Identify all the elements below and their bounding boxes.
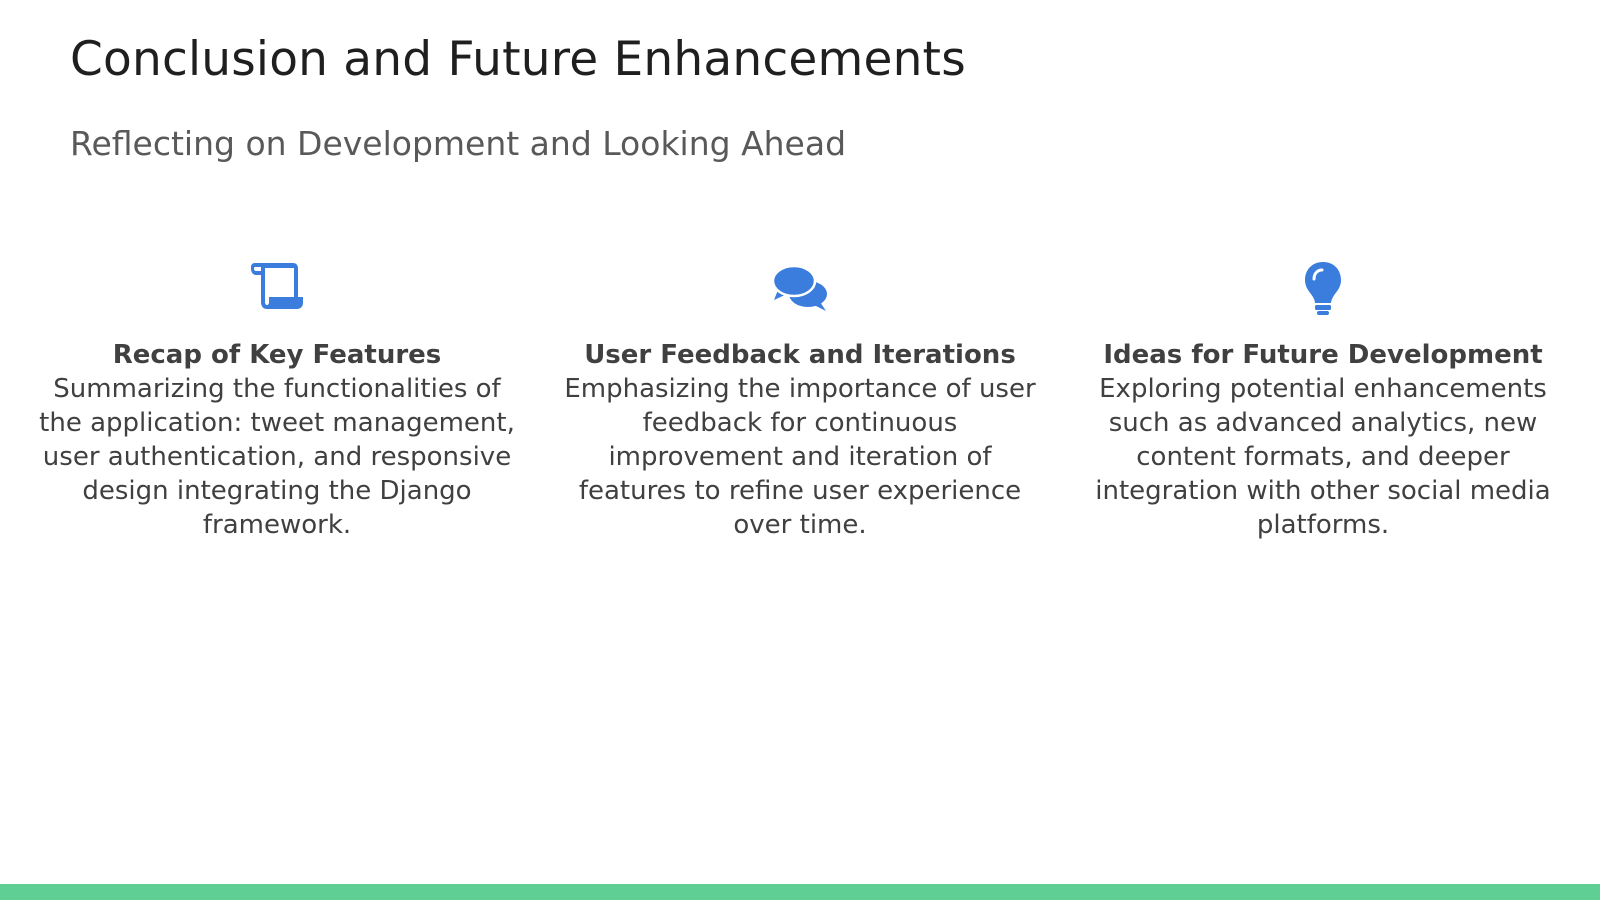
column-body: Summarizing the functionalities of the a… [39,374,515,540]
feature-columns: Recap of Key Features Summarizing the fu… [32,258,1568,542]
slide-title: Conclusion and Future Enhancements [70,32,966,87]
scroll-icon [32,258,522,318]
accent-bar [0,884,1600,900]
lightbulb-icon [1078,258,1568,318]
column-heading: Recap of Key Features [112,340,442,370]
column-feedback: User Feedback and Iterations Emphasizing… [555,258,1045,542]
column-body: Exploring potential enhancements such as… [1095,374,1551,540]
column-heading: Ideas for Future Development [1103,340,1543,370]
column-future: Ideas for Future Development Exploring p… [1078,258,1568,542]
column-recap: Recap of Key Features Summarizing the fu… [32,258,522,542]
column-heading: User Feedback and Iterations [584,340,1016,370]
column-body: Emphasizing the importance of user feedb… [564,374,1036,540]
comments-icon [555,258,1045,318]
slide-subtitle: Reflecting on Development and Looking Ah… [70,124,847,163]
